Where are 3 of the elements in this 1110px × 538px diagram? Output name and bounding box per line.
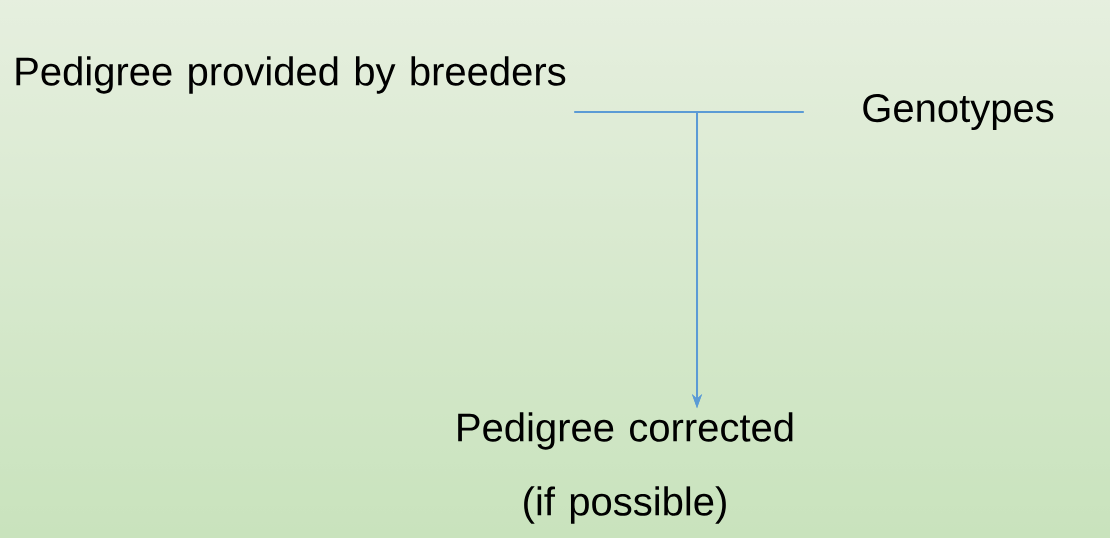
text-label: Pedigree provided by breeders [16, 56, 566, 94]
text-label: Genotypes [863, 93, 1054, 131]
text-label: Pedigree corrected (if possible) [458, 412, 793, 524]
